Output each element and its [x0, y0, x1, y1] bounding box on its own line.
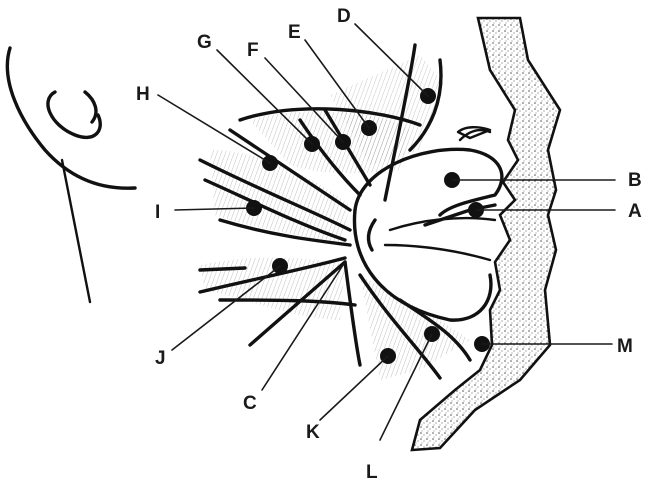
label-k: K [306, 422, 320, 443]
ear-outline [7, 48, 135, 302]
label-h: H [136, 84, 150, 105]
label-a: A [628, 201, 642, 222]
label-i: I [155, 202, 160, 223]
label-d: D [337, 6, 351, 27]
label-g: G [197, 32, 212, 53]
label-b: B [628, 170, 642, 191]
label-f: F [247, 40, 259, 61]
label-l: L [366, 462, 378, 483]
label-e: E [288, 22, 301, 43]
label-j: J [155, 348, 166, 369]
leader-k [320, 356, 388, 420]
label-m: M [617, 336, 633, 357]
label-c: C [243, 393, 257, 414]
